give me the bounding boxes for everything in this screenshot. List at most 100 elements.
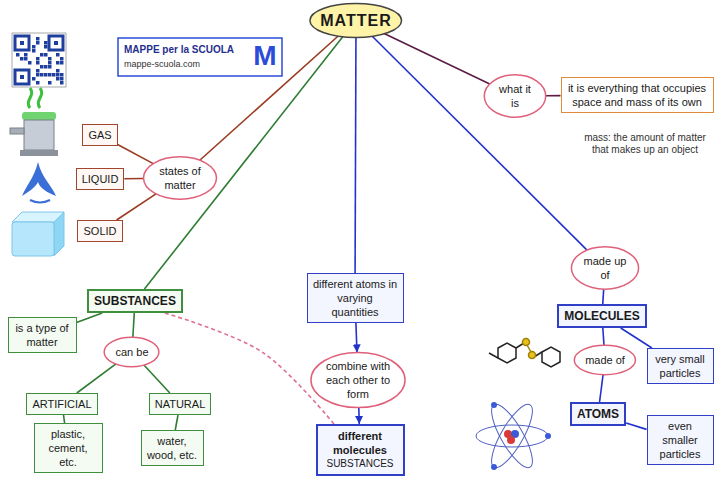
qr-cell bbox=[60, 61, 64, 65]
connector bbox=[354, 37, 356, 273]
water-splash-icon bbox=[22, 162, 56, 203]
ellipse-shape bbox=[484, 75, 545, 117]
qr-cell bbox=[56, 77, 60, 81]
node-text: LIQUID bbox=[82, 172, 119, 186]
node-text: MATTER bbox=[320, 11, 391, 30]
qr-cell bbox=[36, 57, 40, 61]
connector bbox=[384, 33, 490, 83]
ice-cube-icon bbox=[12, 212, 64, 256]
concept-ellipse: made of bbox=[573, 344, 637, 376]
concept-ellipse: can be bbox=[103, 336, 160, 368]
concept-box: MOLECULES bbox=[557, 304, 646, 328]
concept-box: it is everything that occupies space and… bbox=[561, 77, 714, 113]
qr-cell bbox=[36, 61, 40, 65]
node-text: made up of bbox=[582, 254, 628, 282]
concept-ellipse: what it is bbox=[483, 73, 547, 119]
qr-cell bbox=[60, 77, 64, 81]
connector bbox=[600, 375, 604, 402]
node-text: plastic, cement, etc. bbox=[40, 427, 97, 469]
node-text: SUBSTANCES bbox=[323, 457, 398, 471]
qr-cell bbox=[40, 65, 44, 69]
connector bbox=[77, 364, 116, 393]
node-text: different atoms in varying quantities bbox=[313, 277, 398, 319]
node-text: is a type of matter bbox=[14, 321, 71, 349]
concept-box: ARTIFICIAL bbox=[26, 393, 97, 415]
qr-cell bbox=[44, 45, 48, 49]
connector bbox=[602, 289, 605, 304]
ellipse-shape bbox=[105, 337, 160, 366]
qr-cell bbox=[28, 61, 32, 65]
connector bbox=[77, 313, 103, 322]
concept-ellipse: states of matter bbox=[142, 155, 218, 201]
concept-box: SUBSTANCES bbox=[87, 289, 183, 313]
concept-box: plastic, cement, etc. bbox=[34, 423, 103, 473]
qr-cell bbox=[44, 41, 48, 45]
note-label: mass: the amount of matter that makes up… bbox=[575, 132, 715, 156]
concept-box: ATOMS bbox=[570, 402, 626, 426]
ellipse-shape bbox=[310, 3, 402, 37]
qr-cell bbox=[36, 81, 40, 85]
qr-cell bbox=[56, 61, 60, 65]
qr-cell bbox=[48, 61, 52, 65]
node-text: combine with each other to form bbox=[321, 359, 395, 401]
qr-cell bbox=[56, 69, 60, 73]
node-text: SUBSTANCES bbox=[94, 294, 176, 308]
connector bbox=[144, 36, 343, 289]
qr-cell bbox=[60, 57, 64, 61]
qr-cell bbox=[44, 65, 48, 69]
node-text: can be bbox=[115, 345, 148, 359]
node-text: NATURAL bbox=[155, 397, 206, 411]
qr-cell bbox=[44, 53, 48, 57]
node-text: MOLECULES bbox=[564, 309, 639, 323]
connector bbox=[118, 144, 154, 163]
qr-cell bbox=[32, 45, 36, 49]
qr-cell bbox=[48, 73, 52, 77]
ellipse-shape bbox=[571, 247, 638, 289]
qr-cell bbox=[48, 57, 52, 61]
qr-cell bbox=[24, 53, 28, 57]
concept-box: different moleculesSUBSTANCES bbox=[316, 424, 405, 476]
node-text: very small particles bbox=[653, 352, 708, 380]
qr-cell bbox=[36, 41, 40, 45]
qr-cell bbox=[56, 73, 60, 77]
connector bbox=[117, 194, 156, 220]
node-text: it is everything that occupies space and… bbox=[567, 81, 708, 109]
qr-cell bbox=[52, 73, 56, 77]
concept-box: even smaller particles bbox=[647, 415, 714, 465]
connector bbox=[175, 415, 178, 430]
qr-cell bbox=[48, 81, 52, 85]
connector bbox=[133, 313, 134, 337]
concept-box: different atoms in varying quantities bbox=[307, 273, 404, 323]
node-text: even smaller particles bbox=[653, 419, 708, 461]
connector bbox=[124, 178, 143, 180]
connector bbox=[358, 408, 360, 424]
logo-mark: M bbox=[250, 39, 280, 73]
kettle-icon bbox=[10, 88, 58, 156]
qr-cell bbox=[60, 73, 64, 77]
qr-cell bbox=[60, 81, 64, 85]
ellipse-outline bbox=[483, 73, 547, 119]
ellipse-shape bbox=[574, 345, 635, 374]
ellipse-outline bbox=[570, 245, 640, 291]
qr-cell bbox=[36, 69, 40, 73]
logo-text: MAPPE per la SCUOLA bbox=[124, 44, 249, 55]
concept-ellipse: made up of bbox=[570, 245, 640, 291]
connector bbox=[626, 423, 646, 429]
connector bbox=[144, 365, 170, 393]
connector bbox=[603, 328, 604, 345]
qr-cell bbox=[36, 73, 40, 77]
node-text: made of bbox=[585, 353, 625, 367]
concept-box: very small particles bbox=[647, 348, 714, 384]
ellipse-outline bbox=[142, 155, 218, 201]
node-text: different molecules bbox=[323, 429, 398, 457]
connector bbox=[621, 328, 652, 348]
qr-cell bbox=[32, 77, 36, 81]
qr-code bbox=[12, 33, 66, 87]
ellipse-shape bbox=[311, 352, 405, 407]
concept-box: water, wood, etc. bbox=[141, 430, 204, 466]
qr-cell bbox=[36, 37, 40, 41]
logo-text: mappe-scuola.com bbox=[124, 59, 249, 69]
node-text: ARTIFICIAL bbox=[32, 397, 91, 411]
molecule-picture bbox=[489, 339, 560, 368]
